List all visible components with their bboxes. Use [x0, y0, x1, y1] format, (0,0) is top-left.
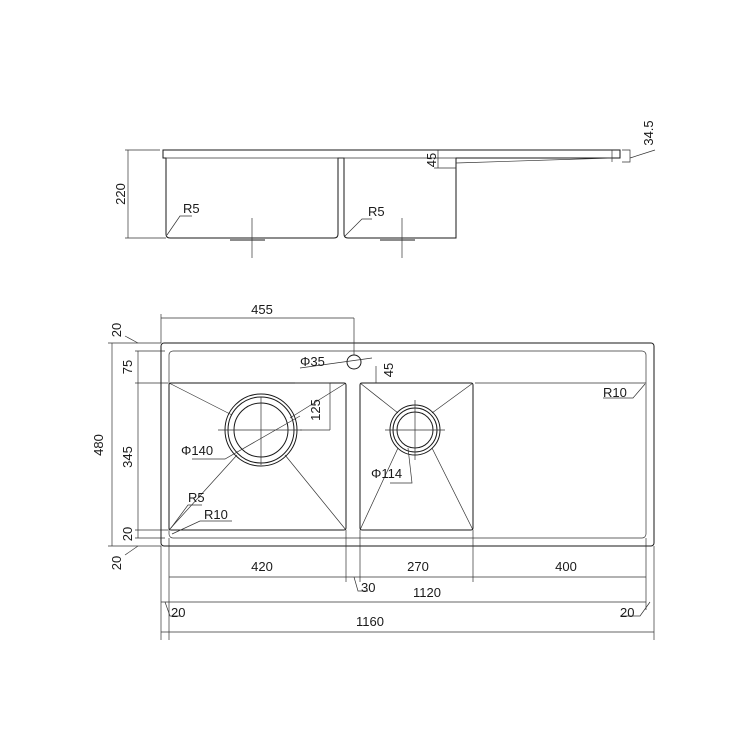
dim-bottom-margin: 20	[120, 527, 135, 541]
dim-corner-large: R10	[204, 507, 228, 522]
dim-faucet-offset: 455	[251, 302, 273, 317]
dim-top-margin: 75	[120, 360, 135, 374]
dim-overall-width: 1160	[356, 614, 384, 629]
faucet-hole	[346, 354, 362, 370]
dim-side-radius-left: R5	[183, 201, 200, 216]
dim-right-bowl-width: 270	[407, 559, 429, 574]
dim-faucet-hole: Φ35	[300, 354, 325, 369]
dim-top-flange: 20	[109, 323, 124, 337]
dim-side-height: 220	[113, 183, 128, 205]
dim-drainboard-radius: R10	[603, 385, 627, 400]
dim-right-flange: 20	[620, 605, 634, 620]
plan-view: Φ35 455 45 125 480 75 345 20 20 20 Φ140 …	[91, 302, 655, 640]
dim-left-bowl-width: 420	[251, 559, 273, 574]
dim-left-drain: Φ140	[181, 443, 213, 458]
dim-side-radius-right: R5	[368, 204, 385, 219]
dim-right-drain: Φ114	[371, 466, 402, 481]
dim-left-flange: 20	[171, 605, 185, 620]
dim-bowl-depth: 345	[120, 446, 135, 468]
dim-corner-small: R5	[188, 490, 205, 505]
dim-thickness: 34.5	[641, 120, 656, 145]
dim-overall-depth: 480	[91, 434, 106, 456]
side-view: 220 R5 R5 45 34.5	[113, 120, 656, 258]
dim-divider: 30	[361, 580, 375, 595]
dim-bottom-flange: 20	[109, 556, 124, 570]
dim-inner-width: 1120	[413, 585, 441, 600]
dim-faucet-to-bowl: 45	[381, 363, 396, 377]
dim-drainboard-width: 400	[555, 559, 577, 574]
dim-drain-offset: 125	[308, 399, 323, 421]
dim-ledge-depth: 45	[424, 153, 439, 167]
